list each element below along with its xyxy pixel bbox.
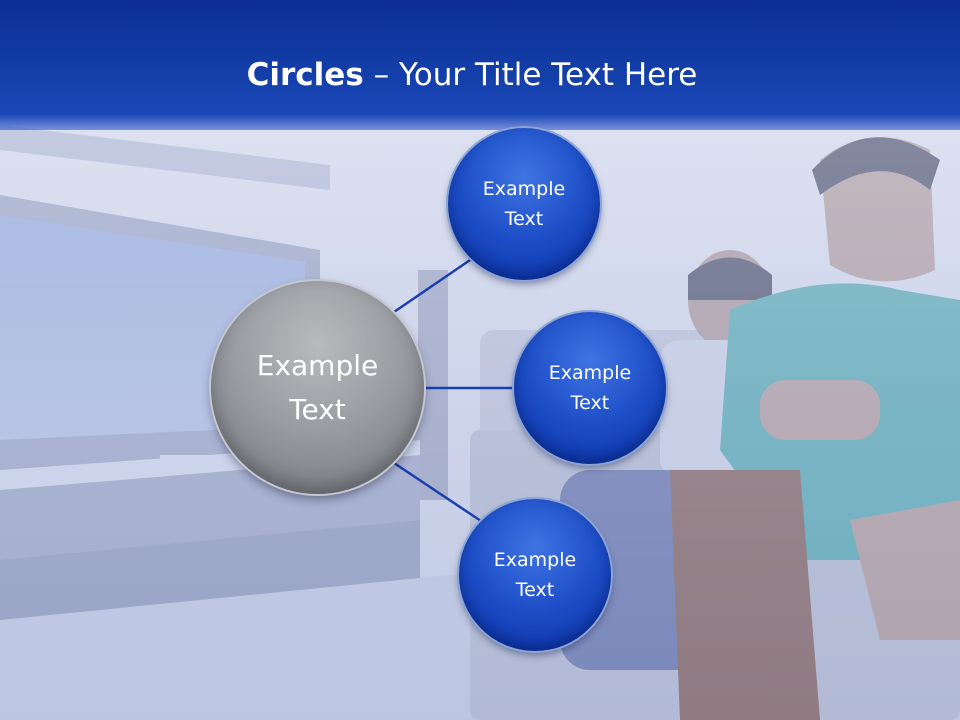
circle-node-top-text: Example Text: [483, 174, 565, 234]
circle-node-middle-line2: Text: [570, 392, 610, 414]
circle-node-bottom-text: Example Text: [494, 545, 576, 605]
slide-title-rest: – Your Title Text Here: [363, 57, 698, 93]
center-circle-text: Example Text: [257, 344, 378, 432]
slide-title: Circles – Your Title Text Here: [0, 52, 944, 98]
center-circle-line2: Text: [289, 392, 346, 426]
title-bar: [0, 0, 960, 130]
circle-node-middle-line1: Example: [548, 362, 632, 384]
slide-title-bold: Circles: [246, 57, 364, 93]
circle-node-bottom-line2: Text: [515, 579, 555, 601]
circle-node-bottom-line1: Example: [493, 549, 577, 571]
circle-node-middle-text: Example Text: [549, 358, 631, 418]
circle-node-top[interactable]: Example Text: [448, 128, 600, 280]
center-circle-line1: Example: [256, 348, 379, 382]
circle-node-bottom[interactable]: Example Text: [459, 499, 611, 651]
center-circle[interactable]: Example Text: [211, 281, 424, 494]
circle-node-top-line2: Text: [504, 208, 544, 230]
circle-node-middle[interactable]: Example Text: [514, 312, 666, 464]
circle-node-top-line1: Example: [482, 178, 566, 200]
